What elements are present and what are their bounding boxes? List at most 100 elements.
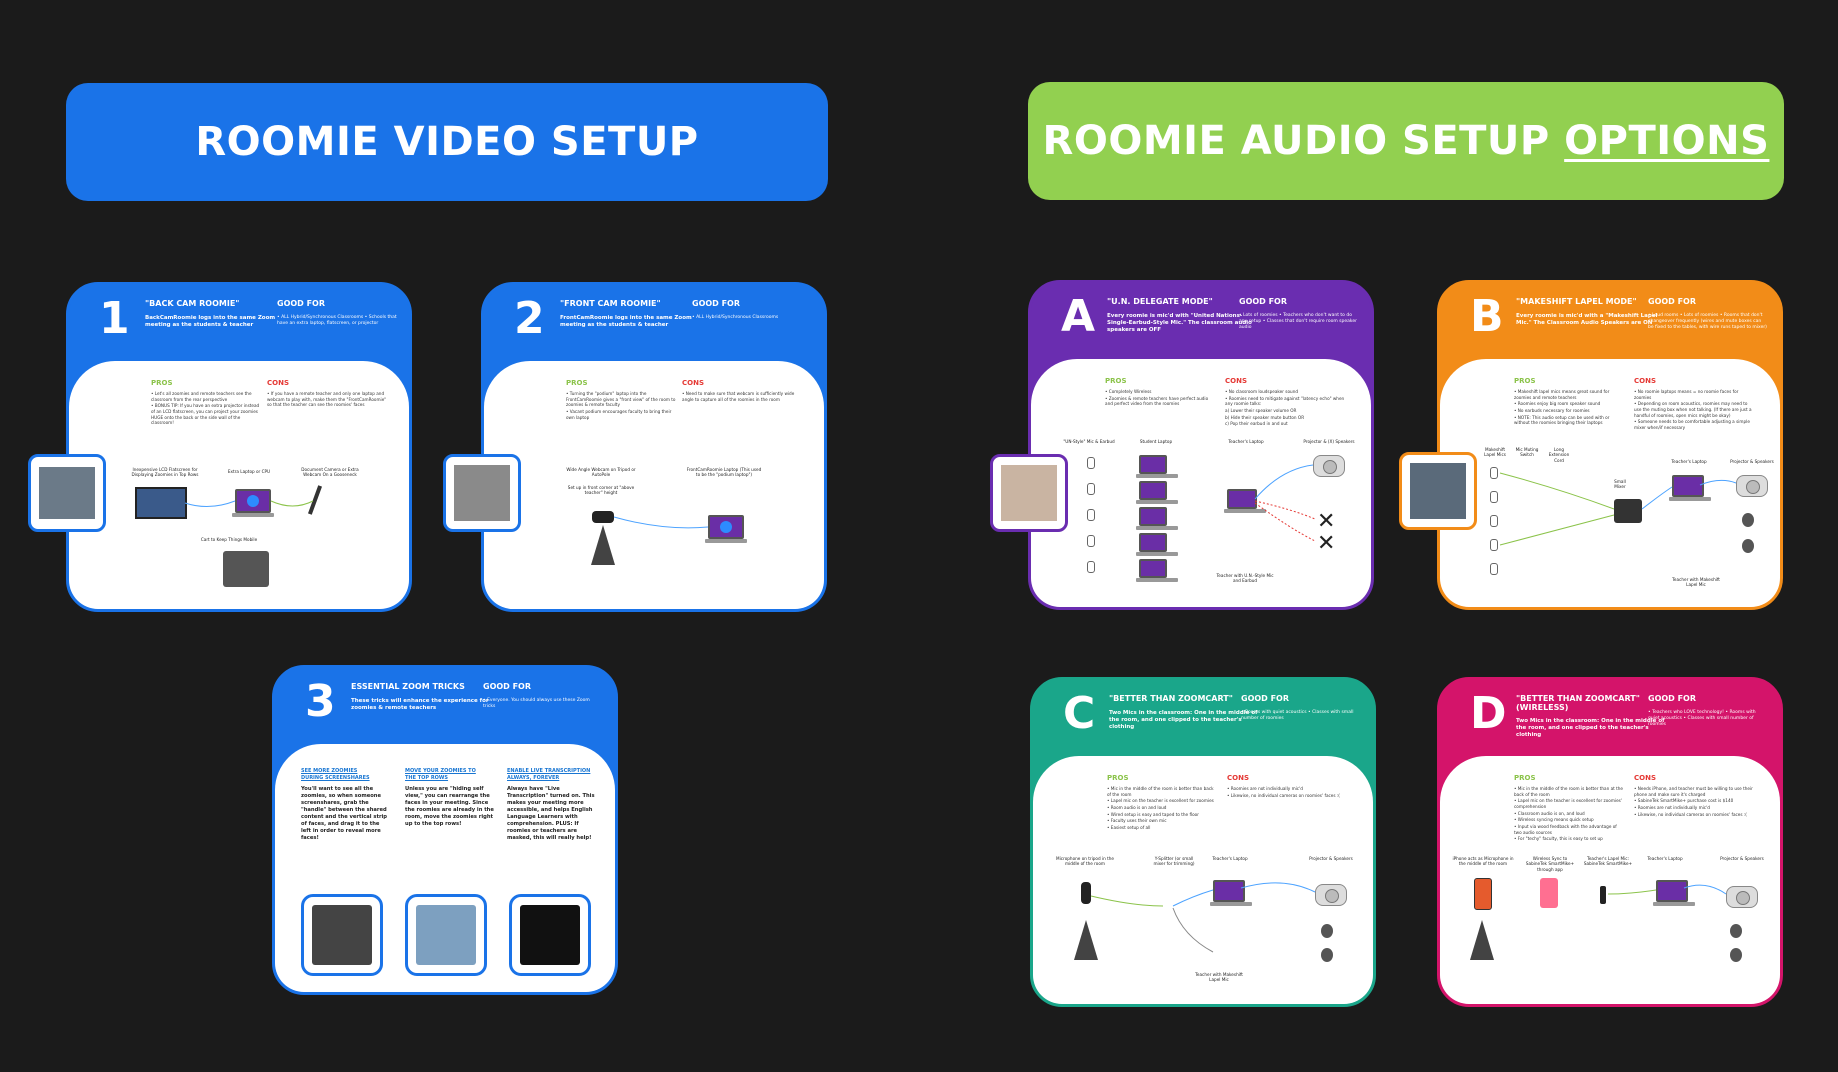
laptop-icon <box>1224 489 1266 513</box>
card-better-than-zoomcart: C "BETTER THAN ZOOMCART" Two Mics in the… <box>1030 677 1376 1007</box>
pros-list: • Mic in the middle of the room is bette… <box>1514 786 1624 843</box>
card-makeshift-lapel-mode: B "MAKESHIFT LAPEL MODE" Every roomie is… <box>1437 280 1783 610</box>
y-splitter-label: Y-Splitter (or small mixer for trimming) <box>1153 856 1195 867</box>
projector-icon <box>1726 886 1758 908</box>
pros-item: • Wireless syncing means quick setup <box>1514 817 1594 823</box>
tripod-mic-label: Microphone on tripod in the middle of th… <box>1055 856 1114 867</box>
card-title: "FRONT CAM ROOMIE" <box>560 299 661 308</box>
good-for-list: • Teachers who LOVE technology! • Rooms … <box>1648 710 1756 728</box>
microphone-icon <box>1490 539 1498 551</box>
teacher-mic-label: Teacher with Makeshift Lapel Mic <box>1195 972 1243 983</box>
cons-item: • Need to make sure that webcam is suffi… <box>682 391 795 402</box>
good-for-heading: GOOD FOR <box>692 299 741 308</box>
teacher-laptop-label: Teacher's Laptop <box>1228 439 1264 444</box>
gallery-screenshot <box>405 894 487 976</box>
microphone-icon <box>1490 515 1498 527</box>
cons-item: • Roomies are not individually mic'd <box>1227 786 1303 791</box>
zoom-logo-icon <box>247 495 259 507</box>
cable-lines <box>184 500 314 507</box>
tip-text: Unless you are "hiding self view," you c… <box>405 786 494 828</box>
laptop-icon <box>1136 481 1178 504</box>
pros-item: • Easiest setup of all <box>1107 825 1151 831</box>
good-for-list: • ALL Hybrid/Synchronous Classrooms <box>692 315 779 320</box>
teacher-mic-label: Teacher with Makeshift Lapel Mic <box>1672 577 1720 588</box>
pros-item: • For "techy" faculty, this is easy to s… <box>1514 836 1603 842</box>
card-subtitle: Every roomie is mic'd with "United Natio… <box>1107 313 1252 334</box>
projector-label: Projector & Speakers <box>1309 856 1353 861</box>
card-better-than-zoomcart-wireless: D "BETTER THAN ZOOMCART" (WIRELESS) Two … <box>1437 677 1783 1007</box>
lapel-mic-photo-thumbnail <box>1399 452 1477 530</box>
microphone-icon <box>1087 535 1095 547</box>
video-setup-banner: ROOMIE VIDEO SETUP <box>66 83 828 201</box>
microphone-icon <box>1087 561 1095 573</box>
cons-list: • Roomies are not individually mic'd • L… <box>1227 786 1347 799</box>
good-for-list: • Rooms with quiet acoustics • Classes w… <box>1241 710 1354 722</box>
pros-item: • Makeshift lapel mics means great sound… <box>1514 389 1610 400</box>
teacher-laptop-label: Teacher's Laptop <box>1671 459 1707 464</box>
zoom-logo-icon <box>720 521 732 533</box>
card-letter: C <box>1063 688 1096 739</box>
laptop-icon <box>1136 559 1178 582</box>
pros-item: • Lapel mic on the teacher is excellent … <box>1107 798 1214 804</box>
cable-lines <box>1607 884 1727 895</box>
card-number: 2 <box>514 293 545 344</box>
wireless-sync-label: Wireless Sync to SabineTek SmartMike+ th… <box>1525 856 1575 872</box>
laptop-icon <box>1210 880 1252 906</box>
smartmike-app-icon <box>1540 878 1558 908</box>
x-mark-icon: ✕ <box>1317 509 1336 534</box>
card-title: "U.N. DELEGATE MODE" <box>1107 297 1213 306</box>
screenshot-image <box>312 905 372 965</box>
tripod-icon <box>591 525 615 565</box>
pros-item: • Classroom audio is on, and loud <box>1514 810 1585 816</box>
good-for-heading: GOOD FOR <box>1648 297 1697 306</box>
cons-list: • If you have a remote teacher and only … <box>267 391 387 409</box>
pros-item: • Faculty uses their own mic <box>1107 818 1167 824</box>
good-for-list: • ALL Hybrid/Synchronous Classrooms • Sc… <box>277 315 397 327</box>
card-letter: B <box>1470 291 1504 342</box>
cons-list: • Needs iPhone, and teacher must be will… <box>1634 786 1754 818</box>
speaker-icon <box>1742 539 1754 553</box>
cable-lines <box>613 516 709 529</box>
pros-item: • Turning the "podium" laptop into the F… <box>566 391 676 408</box>
projector-icon <box>1313 455 1345 477</box>
card-title: "BETTER THAN ZOOMCART" (WIRELESS) <box>1516 694 1640 712</box>
webcam-setup-label: Set up in front corner at "above teacher… <box>567 485 635 496</box>
good-for-list: • Loud rooms • Lots of roomies • Rooms t… <box>1648 313 1767 331</box>
cons-list: • No classroom loudspeaker sound • Roomi… <box>1225 389 1345 428</box>
speaker-icon <box>1730 924 1742 938</box>
pros-item: • Mic in the middle of the room is bette… <box>1514 786 1624 797</box>
pros-item: • No earbuds necessary for roomies <box>1514 408 1590 414</box>
good-for-heading: GOOD FOR <box>277 299 326 308</box>
card-subtitle: These tricks will enhance the experience… <box>351 698 489 712</box>
cons-item: • Needs iPhone, and teacher must be will… <box>1634 786 1753 797</box>
tripod-icon <box>1074 920 1098 960</box>
cable-lines <box>1254 464 1316 542</box>
cons-heading: CONS <box>1227 774 1249 782</box>
person-photo <box>1410 463 1466 519</box>
lapel-mics-label: Makeshift Lapel Mics <box>1484 447 1506 458</box>
audio-setup-banner: ROOMIE AUDIO SETUP OPTIONS <box>1028 82 1784 200</box>
pros-list: • Let's all zoomies and remote teachers … <box>151 391 261 427</box>
pros-heading: PROS <box>151 379 173 387</box>
cons-item: • If you have a remote teacher and only … <box>267 391 387 408</box>
transcription-screenshot <box>509 894 591 976</box>
card-subtitle: Every roomie is mic'd with a "Makeshift … <box>1516 313 1658 327</box>
card-subtitle: Two Mics in the classroom: One in the mi… <box>1109 710 1258 731</box>
laptop-icon <box>1136 507 1178 530</box>
cons-item: c) Pop their earbud in and out <box>1225 421 1288 427</box>
lapel-mic-label: Teacher's Lapel Mic: SabineTek SmartMike… <box>1583 856 1633 867</box>
cart-label: Cart to Keep Things Mobile <box>200 537 258 542</box>
muting-switch-label: Mic Muting Switch <box>1515 447 1539 458</box>
pros-item: • Lapel mic on the teacher is excellent … <box>1514 798 1622 810</box>
good-for-heading: GOOD FOR <box>1241 694 1290 703</box>
pros-item: • Vacant podium encourages faculty to br… <box>566 409 672 420</box>
doc-camera-label: Document Camera or Extra Webcam On a Goo… <box>301 467 359 478</box>
webcam-photo <box>454 465 510 521</box>
tripod-icon <box>1470 920 1494 960</box>
projector-label: Projector & Speakers <box>1730 459 1774 464</box>
pros-heading: PROS <box>566 379 588 387</box>
cons-item: b) Hide their speaker mute button OR <box>1225 414 1305 420</box>
card-number: 3 <box>305 676 336 727</box>
card-letter: D <box>1470 688 1507 739</box>
pros-item: • NOTE: This audio setup can be used wit… <box>1514 414 1610 426</box>
